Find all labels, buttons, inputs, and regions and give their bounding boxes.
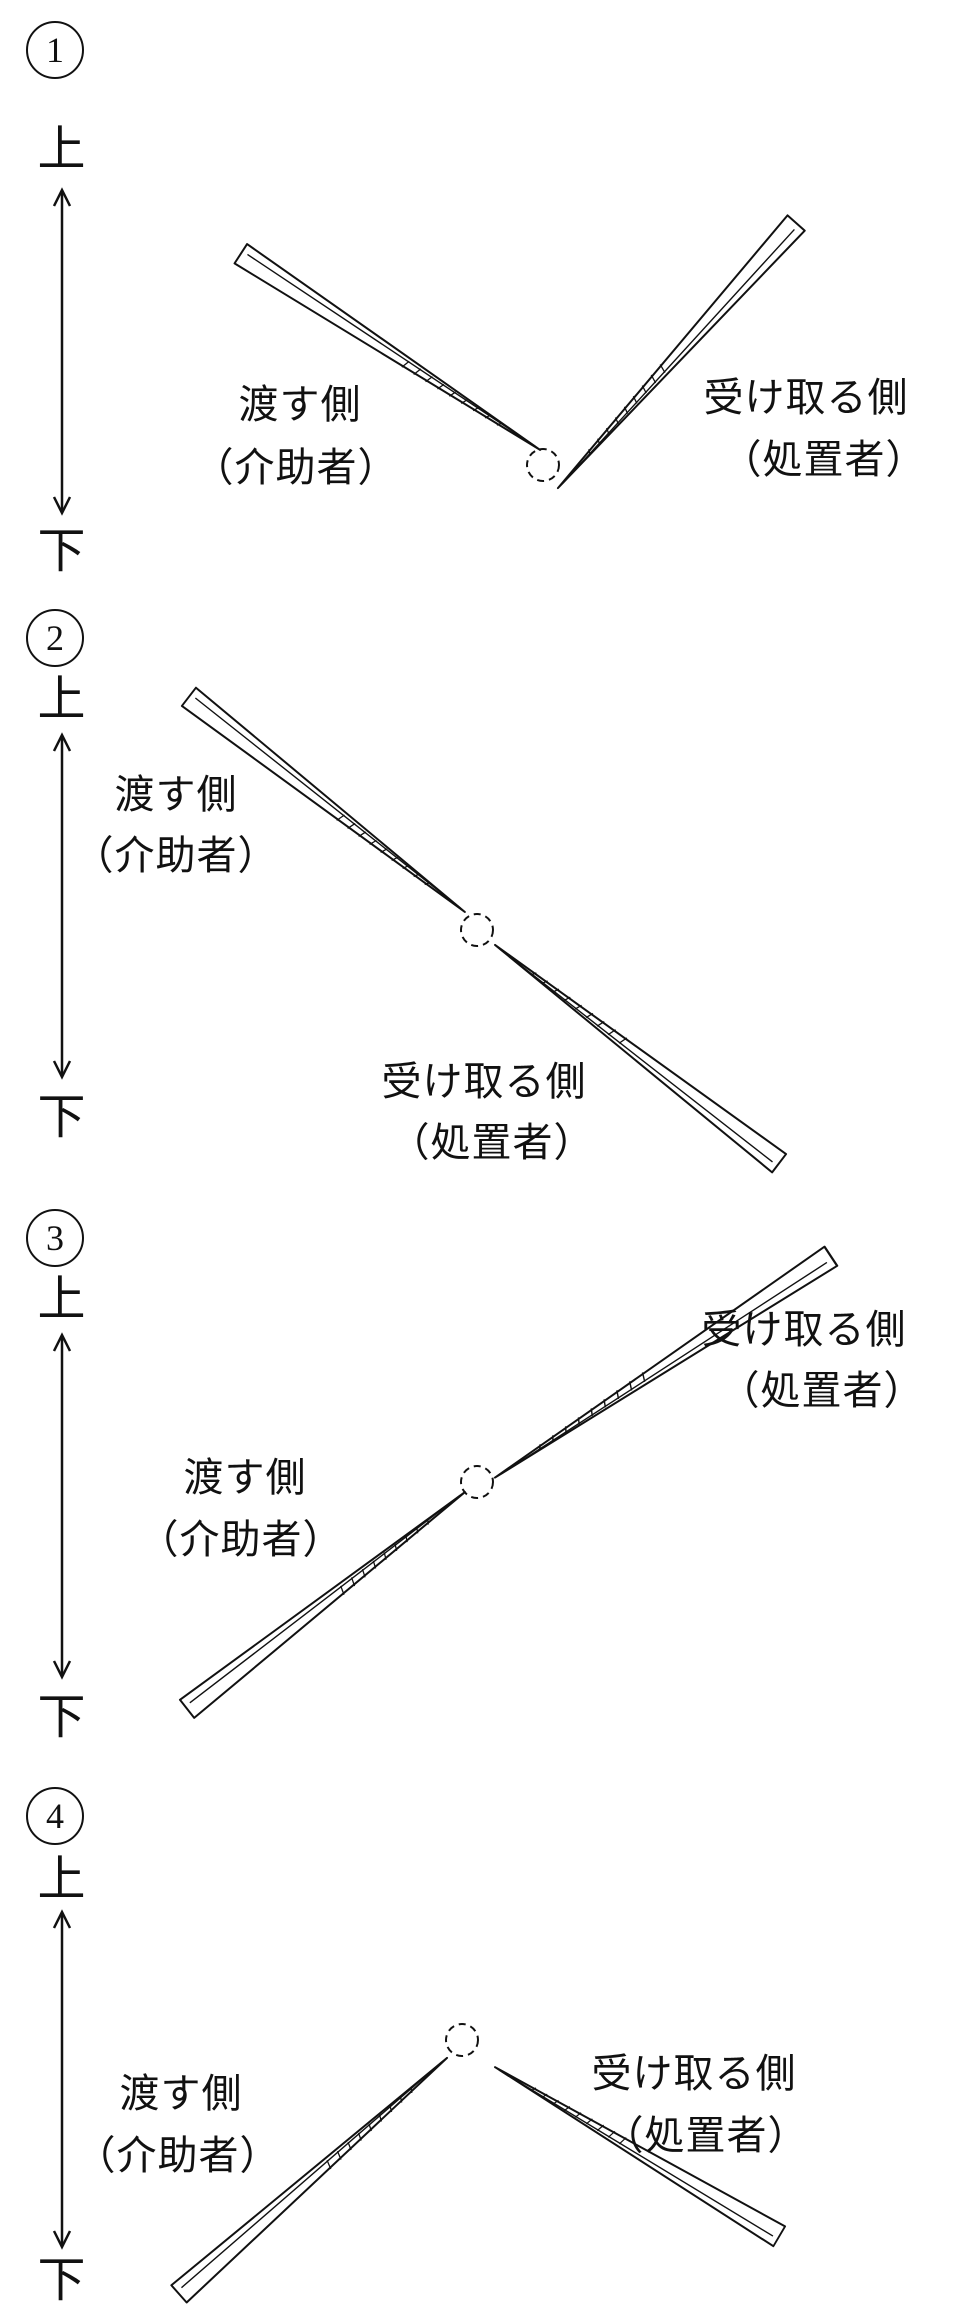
receiver-label-line1: 受け取る側 <box>381 1059 587 1104</box>
giver-label-line2: （介助者） <box>193 445 399 490</box>
panel-number-badge: 4 <box>26 1787 84 1845</box>
axis-top-label: 上 <box>37 673 87 726</box>
transfer-item-dashed-circle <box>445 2023 479 2057</box>
arrow-down-head-icon <box>52 1660 72 1680</box>
panel-number-text: 1 <box>46 30 64 70</box>
giver-label-line1: 渡す側 <box>238 382 362 427</box>
giver-label-line2: （介助者） <box>75 2133 281 2178</box>
axis-top-label: 上 <box>37 1853 87 1906</box>
giver-label-line1: 渡す側 <box>119 2071 243 2116</box>
transfer-item-dashed-circle <box>460 1465 494 1499</box>
giver-label-line2: （介助者） <box>138 1517 344 1562</box>
panel-number-badge: 3 <box>26 1209 84 1267</box>
receiver-label-line2: （処置者） <box>389 1120 595 1165</box>
axis-bottom-label: 下 <box>37 1091 87 1144</box>
arrow-down-head-icon <box>52 1060 72 1080</box>
arrow-down-head-icon <box>52 2230 72 2250</box>
panel-number-text: 2 <box>46 618 64 658</box>
receiver-label-line1: 受け取る側 <box>591 2051 797 2096</box>
panel-4-art <box>52 1909 787 2304</box>
receiver-label-line2: （処置者） <box>603 2113 809 2158</box>
arrow-up-head-icon <box>52 732 72 752</box>
axis-bottom-label: 下 <box>37 1691 87 1744</box>
panel-2-art <box>52 686 788 1174</box>
axis-top-label: 上 <box>37 1273 87 1326</box>
panel-1-art <box>52 187 806 516</box>
arrow-down-head-icon <box>52 496 72 516</box>
axis-bottom-label: 下 <box>37 2254 87 2307</box>
transfer-item-dashed-circle <box>460 913 494 947</box>
receiver-label-line2: （処置者） <box>719 1368 925 1413</box>
arrow-up-head-icon <box>52 1909 72 1929</box>
receiver-label-line1: 受け取る側 <box>701 1307 907 1352</box>
axis-top-label: 上 <box>37 123 87 176</box>
giver-label-line2: （介助者） <box>73 833 279 878</box>
panel-number-text: 3 <box>46 1218 64 1258</box>
arrow-up-head-icon <box>52 187 72 207</box>
panel-number-badge: 1 <box>26 21 84 79</box>
receiver-label-line2: （処置者） <box>721 437 927 482</box>
panel-3-art <box>52 1245 839 1719</box>
axis-bottom-label: 下 <box>37 525 87 578</box>
receiver-label-line1: 受け取る側 <box>703 375 909 420</box>
panel-number-text: 4 <box>46 1796 64 1836</box>
panel-number-badge: 2 <box>26 609 84 667</box>
giver-label-line1: 渡す側 <box>114 772 238 817</box>
arrow-up-head-icon <box>52 1332 72 1352</box>
transfer-item-dashed-circle <box>526 448 560 482</box>
giver-label-line1: 渡す側 <box>183 1455 307 1500</box>
